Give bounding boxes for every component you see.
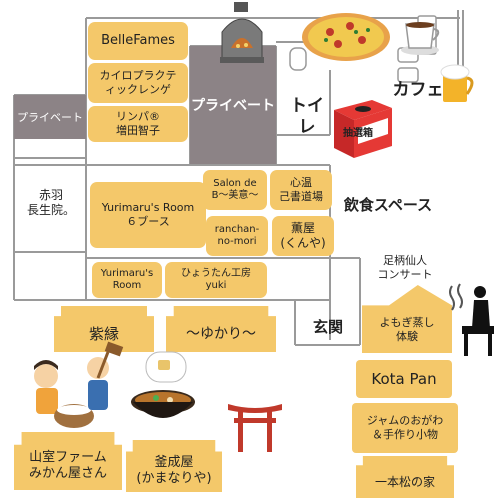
mochi-pounding-icon bbox=[34, 341, 124, 428]
booth-lymph: リンパ® 増田智子 bbox=[88, 106, 188, 142]
cafe-label: カフェ bbox=[392, 80, 444, 100]
pizza-oven-icon bbox=[220, 2, 264, 63]
entrance-label: 玄関 bbox=[312, 318, 343, 336]
booth-kamanari: 釜成屋 (かまなりや) bbox=[126, 440, 222, 492]
booth-shiyukari: 紫縁 bbox=[54, 306, 154, 352]
booth-yukari: 〜ゆかり〜 bbox=[166, 306, 276, 352]
booth-akabane: 赤羽 長生院。 bbox=[26, 188, 75, 217]
sauna-person-icon bbox=[449, 283, 494, 356]
private-room-left-label: プライベート bbox=[17, 111, 83, 124]
concert-label: 足柄仙人 コンサート bbox=[377, 254, 433, 281]
lottery-box-icon bbox=[334, 100, 392, 158]
booth-chiropractic: カイロプラクテ ィックレンゲ bbox=[88, 63, 188, 103]
booth-ranchan: ranchan- no-mori bbox=[206, 216, 268, 256]
miso-soup-icon bbox=[131, 351, 195, 418]
toilet-label: トイレ bbox=[290, 96, 324, 138]
booth-hyoutan: ひょうたん工房 yuki bbox=[165, 262, 267, 298]
booth-shinon: 心温 己書道場 bbox=[270, 170, 332, 210]
booth-yurimaru-small: Yurimaru's Room bbox=[92, 262, 162, 298]
beer-mug-icon bbox=[440, 64, 474, 102]
private-room-left: プライベート bbox=[14, 95, 86, 139]
dining-space-label: 飲食スペース bbox=[343, 196, 433, 214]
booth-yurimaru-room: Yurimaru's Room ６ブース bbox=[90, 182, 206, 248]
pizza-icon bbox=[302, 13, 390, 61]
private-room-center: プライベート bbox=[190, 46, 276, 164]
booth-ippon: 一本松の家 bbox=[356, 456, 454, 498]
booth-jam: ジャムのおがわ ＆手作り小物 bbox=[352, 403, 458, 453]
booth-kunya: 薫屋 (くんや) bbox=[272, 216, 334, 256]
booth-bellefames: BelleFames bbox=[88, 22, 188, 60]
private-room-center-label: プライベート bbox=[191, 98, 275, 114]
torii-gate-icon bbox=[228, 404, 282, 452]
coffee-cup-icon bbox=[401, 22, 440, 55]
booth-kota-pan: Kota Pan bbox=[356, 360, 452, 398]
lottery-box-label: 抽選箱 bbox=[343, 128, 373, 139]
booth-salon-de-b: Salon de B〜美意〜 bbox=[203, 170, 267, 210]
booth-yamamuro: 山室ファーム みかん屋さん bbox=[14, 432, 122, 490]
